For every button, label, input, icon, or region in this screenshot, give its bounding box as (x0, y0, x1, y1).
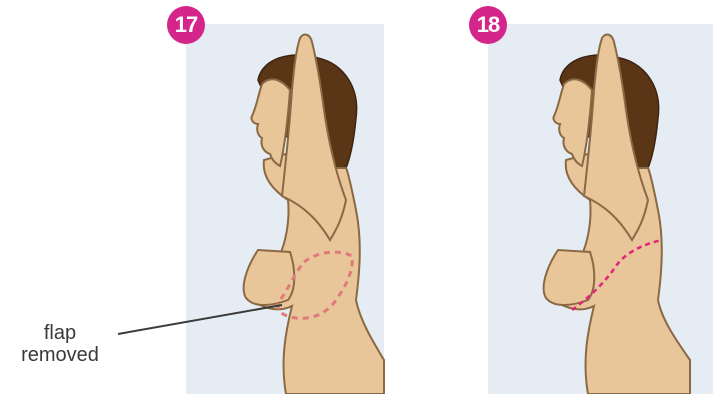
callout-label: flap removed (0, 322, 120, 366)
figure-18 (544, 35, 690, 394)
breast-17 (244, 250, 295, 305)
callout-label-line2: removed (0, 344, 120, 366)
step-badge-17: 17 (167, 6, 205, 44)
callout-line (118, 305, 282, 334)
face-18 (553, 79, 592, 166)
figure-17 (244, 35, 384, 394)
face-17 (251, 79, 290, 166)
step-badge-18: 18 (469, 6, 507, 44)
callout-label-line1: flap (0, 322, 120, 344)
